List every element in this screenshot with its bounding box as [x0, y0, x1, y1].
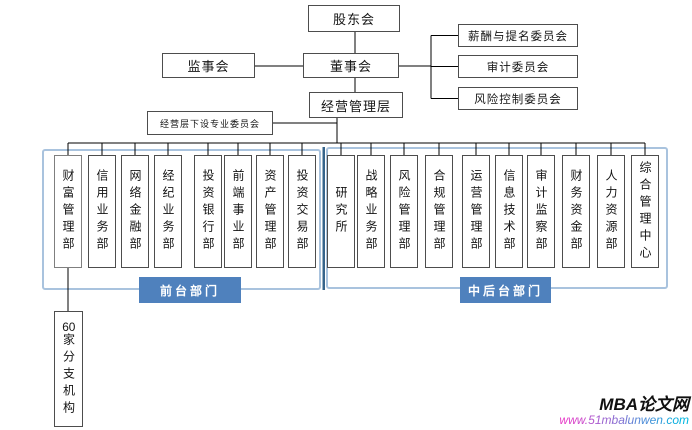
- watermark-url: www.51mbalunwen.com: [559, 413, 689, 428]
- board-committee-box-1: 审计委员会: [458, 55, 578, 78]
- dept-box-front-2: 网络金融部: [121, 155, 149, 268]
- dept-box-front-6: 资产管理部: [256, 155, 284, 268]
- dept-box-back-7: 财务资金部: [562, 155, 590, 268]
- dept-box-back-8: 人力资源部: [597, 155, 625, 268]
- special-committee-box: 经营层下设专业委员会: [147, 111, 273, 135]
- dept-box-front-1: 信用业务部: [88, 155, 116, 268]
- supervisory-board-box: 监事会: [162, 53, 255, 78]
- dept-box-back-5: 信息技术部: [495, 155, 523, 268]
- dept-box-back-3: 合规管理部: [425, 155, 453, 268]
- dept-box-back-0: 研究所: [327, 155, 355, 268]
- board-committee-box-2: 风险控制委员会: [458, 87, 578, 110]
- dept-box-back-4: 运营管理部: [462, 155, 490, 268]
- shareholders-box: 股东会: [308, 5, 400, 32]
- watermark-site-name: MBA论文网: [599, 394, 689, 414]
- dept-box-back-2: 风险管理部: [390, 155, 418, 268]
- dept-box-back-1: 战略业务部: [357, 155, 385, 268]
- dept-box-back-9: 综合管理中心: [631, 155, 659, 268]
- front-office-label: 前台部门: [139, 277, 241, 303]
- watermark: MBA论文网 www.51mbalunwen.com: [559, 395, 689, 428]
- dept-box-front-5: 前端事业部: [224, 155, 252, 268]
- dept-box-back-6: 审计监察部: [527, 155, 555, 268]
- dept-box-front-3: 经纪业务部: [154, 155, 182, 268]
- management-layer-box: 经营管理层: [309, 92, 403, 118]
- dept-box-front-0: 财富管理部: [54, 155, 82, 268]
- dept-box-front-4: 投资银行部: [194, 155, 222, 268]
- dept-box-front-7: 投资交易部: [288, 155, 316, 268]
- board-of-directors-box: 董事会: [303, 53, 399, 78]
- middle-back-office-label: 中后台部门: [460, 277, 551, 303]
- board-committee-box-0: 薪酬与提名委员会: [458, 24, 578, 47]
